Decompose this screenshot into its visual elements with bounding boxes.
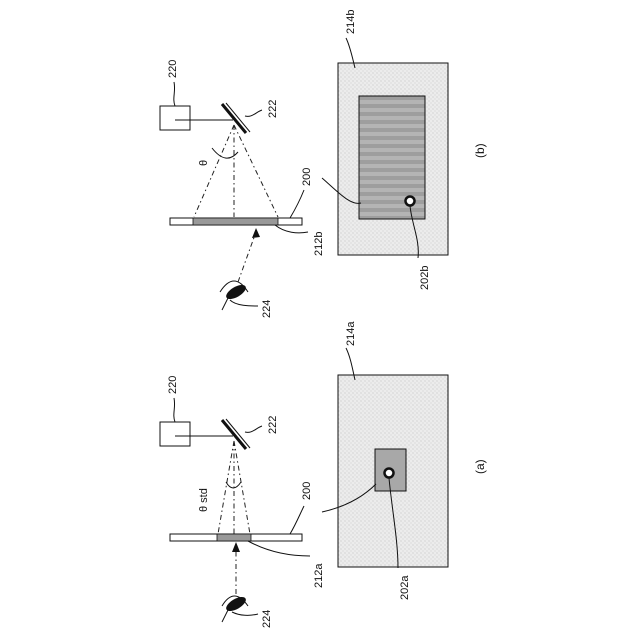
ref-point: 202a (399, 575, 411, 600)
ref-region: 212a (313, 563, 325, 588)
ref-screen: 200 (301, 168, 313, 186)
caption-b: (b) (473, 143, 487, 158)
ref-mirror: 222 (267, 416, 279, 434)
caption-a: (a) (473, 459, 487, 474)
point-202a (385, 469, 394, 478)
ref-light-source: 220 (167, 60, 179, 78)
angle-label: θ std (198, 488, 210, 512)
panel-b: 220 222 θ 200 212b 224 (160, 10, 487, 318)
ref-screen: 200 (301, 482, 313, 500)
screen-region-212a (217, 534, 251, 541)
ref-viewer: 224 (261, 610, 273, 628)
ref-outer: 214a (345, 321, 357, 346)
panel-a: 220 222 θ std 200 212a 224 (160, 321, 487, 628)
ref-mirror: 222 (267, 100, 279, 118)
ref-viewer: 224 (261, 300, 273, 318)
light-source-box (160, 422, 190, 446)
point-202b (406, 197, 415, 206)
light-source-box (160, 106, 190, 130)
ref-region: 212b (313, 232, 325, 256)
screen-region-212b (193, 218, 278, 225)
mirror (222, 419, 250, 449)
angle-label: θ (198, 160, 210, 166)
ref-light-source: 220 (167, 376, 179, 394)
ref-outer: 214b (345, 10, 357, 34)
ref-point: 202b (419, 266, 431, 290)
eye-icon (222, 594, 248, 622)
